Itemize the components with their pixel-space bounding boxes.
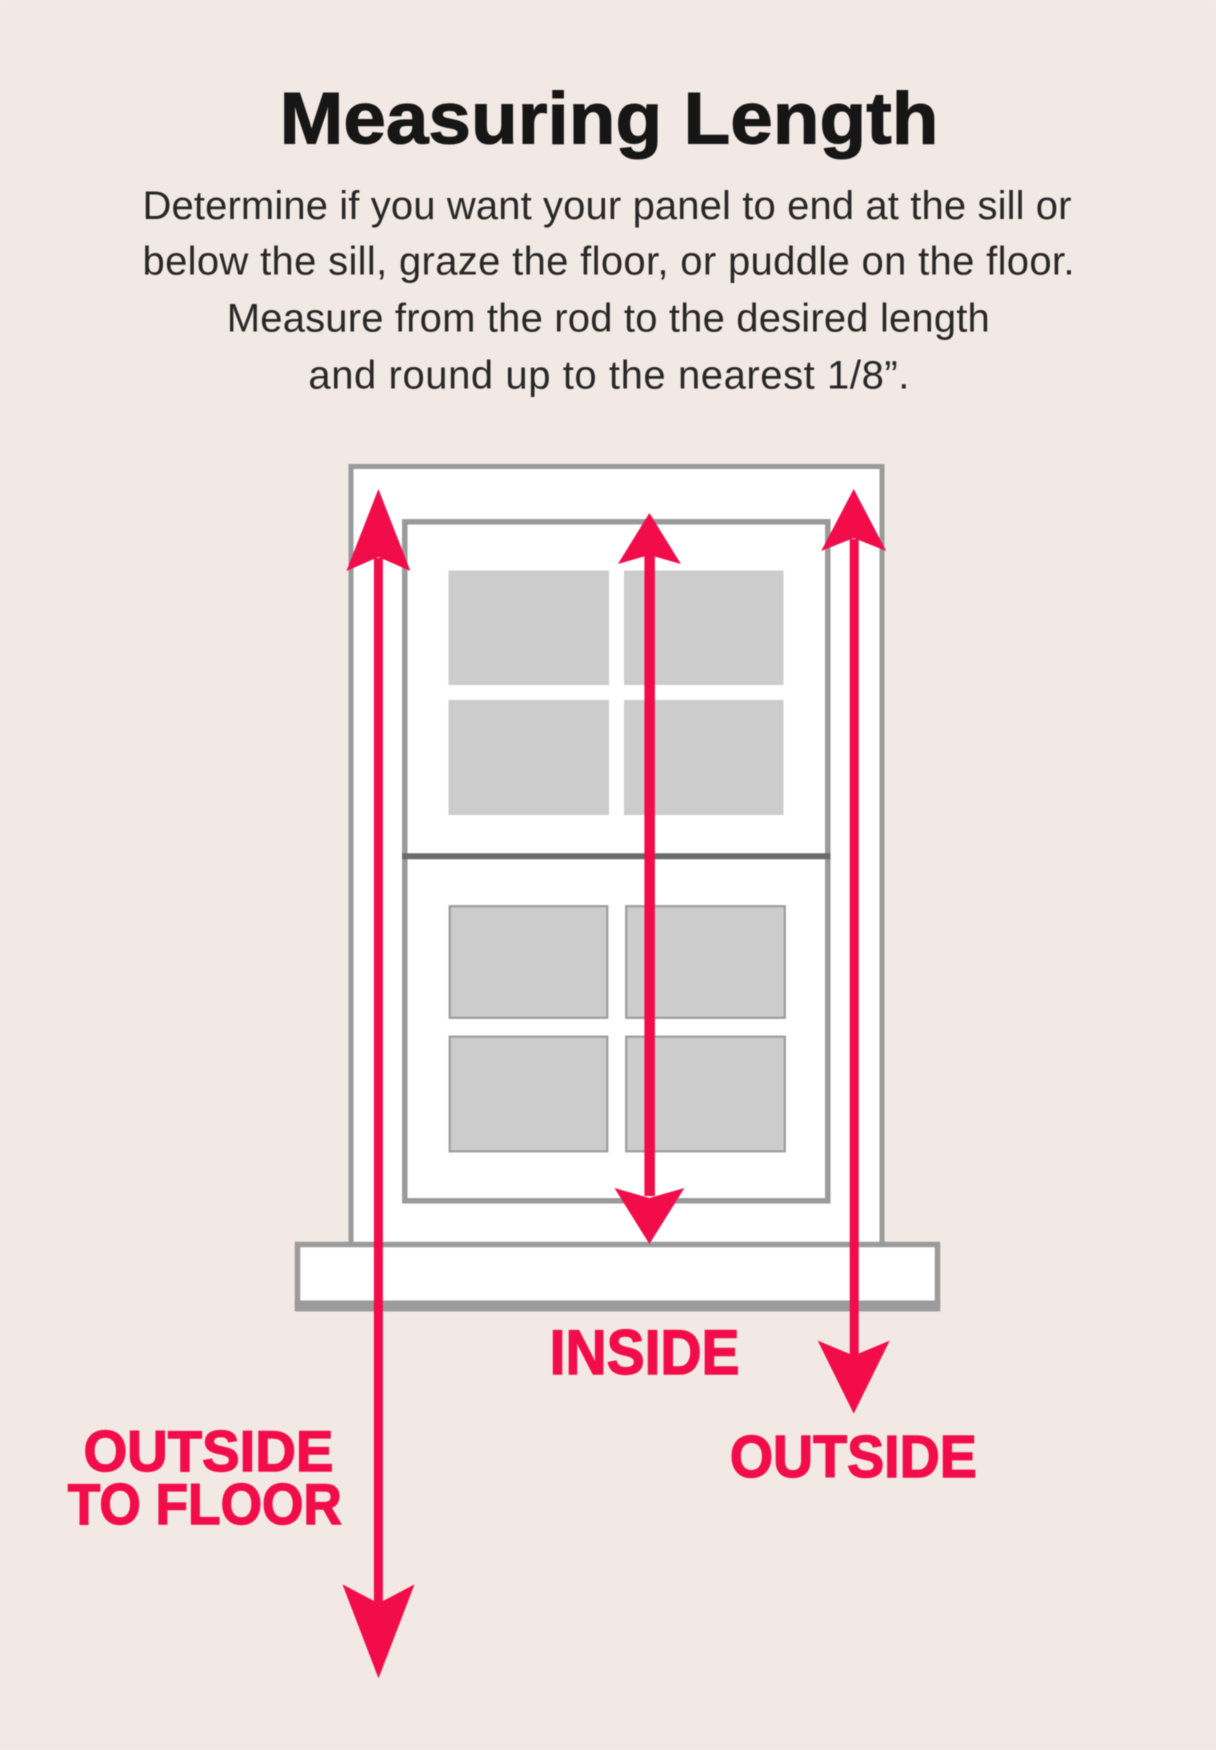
- svg-text:INSIDE: INSIDE: [550, 1316, 740, 1388]
- svg-text:Measuring Length: Measuring Length: [280, 77, 939, 159]
- svg-text:and round up to the nearest 1/: and round up to the nearest 1/8”.: [308, 354, 909, 398]
- svg-text:below the sill, graze the floo: below the sill, graze the floor, or pudd…: [143, 240, 1075, 284]
- svg-text:OUTSIDE: OUTSIDE: [83, 1420, 333, 1484]
- svg-text:Determine if you want your pan: Determine if you want your panel to end …: [143, 184, 1072, 228]
- svg-text:TO FLOOR: TO FLOOR: [68, 1472, 342, 1536]
- svg-text:OUTSIDE: OUTSIDE: [730, 1424, 977, 1490]
- svg-text:Measure from the rod to the de: Measure from the rod to the desired leng…: [227, 297, 990, 341]
